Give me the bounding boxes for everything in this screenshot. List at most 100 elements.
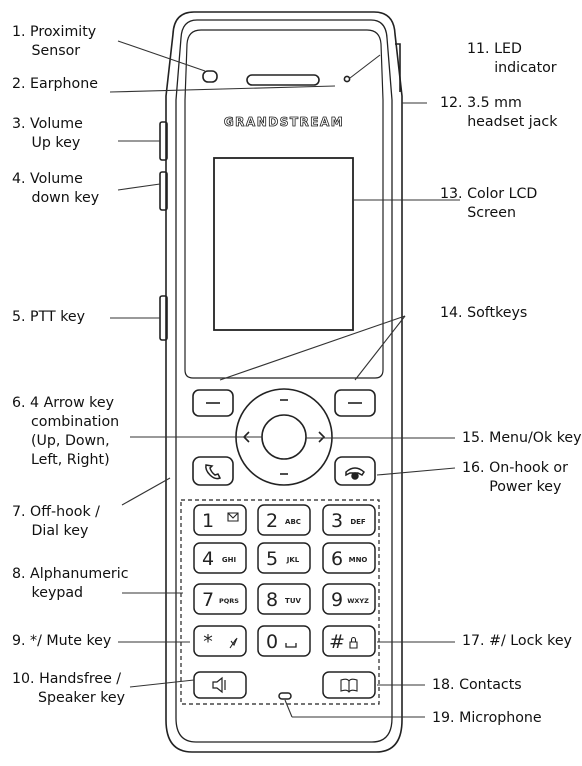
leader-line [117,40,206,72]
key-letters: MNO [349,556,368,564]
key-letters: JKL [286,556,300,564]
label-line: Dial key [31,523,89,539]
label-lcd-screen: 13. Color LCD Screen [440,185,537,223]
on-hook-key-shape [334,456,376,486]
label-line: 17. #/ Lock key [462,633,572,649]
menu-ok-button [261,414,307,460]
label-line: Up key [31,135,81,151]
label-earphone: 2. Earphone [12,75,98,94]
keypad-key-6[interactable]: 6 MNO [322,542,376,574]
volume-down-key-shape [159,171,168,211]
label-line: 11. LED [467,41,522,57]
label-line: 12. 3.5 mm [440,95,522,111]
key-digit: 2 [266,510,278,532]
label-led-indicator: 11. LED indicator [467,40,557,78]
label-mute-key: 9. */ Mute key [12,632,111,651]
leader-line [117,183,161,191]
key-letters: ABC [285,518,301,526]
lcd-screen-shape [213,157,354,331]
label-headset-jack: 12. 3.5 mm headset jack [440,94,557,132]
key-letters: GHI [222,556,236,564]
key-digit: 8 [266,589,278,611]
keypad-key-4[interactable]: 4 GHI [193,542,247,574]
keypad-key-0[interactable]: 0 [257,625,311,657]
label-line: 4. Volume [12,171,83,187]
leader-line [121,477,171,506]
label-line: indicator [494,60,557,76]
label-line: Speaker key [38,690,126,706]
speaker-key-shape[interactable] [193,671,247,699]
leader-line [354,315,406,381]
label-line: 19. Microphone [432,710,542,726]
label-line: 2. Earphone [12,76,98,92]
keypad-key-7[interactable]: 7 PQRS [193,583,247,615]
label-off-hook-key: 7. Off-hook / Dial key [12,503,100,541]
label-line: Screen [467,205,516,221]
key-letters: DEF [350,518,366,526]
label-volume-up-key: 3. Volume Up key [12,115,83,153]
contacts-key-shape[interactable] [322,671,376,699]
leader-line [129,679,195,688]
keypad-key-2[interactable]: 2 ABC [257,504,311,536]
label-line: 16. On-hook or [462,460,568,476]
keypad-key-9[interactable]: 9 WXYZ [322,583,376,615]
brand-logo: GRANDSTREAM [224,115,344,129]
label-line: (Up, Down, [31,433,110,449]
keypad-key-star[interactable]: * [193,625,247,657]
label-line: 13. Color LCD [440,186,538,202]
key-digit: 7 [202,589,214,611]
softkey-left [192,389,234,417]
headset-jack-shape [395,43,401,92]
phone-body [165,11,403,753]
mute-icon [229,637,238,649]
space-icon [285,643,297,648]
earphone-shape [246,74,320,86]
key-digit: 1 [202,510,214,532]
phone-off-hook-icon [205,464,222,480]
label-line: 18. Contacts [432,677,522,693]
label-line: Left, Right) [31,452,110,468]
led-shape [343,75,351,83]
label-line: 6. 4 Arrow key [12,395,115,411]
label-volume-down-key: 4. Volume down key [12,170,99,208]
label-line: 14. Softkeys [440,305,528,321]
key-letters: TUV [285,597,301,605]
voicemail-icon [227,512,239,522]
label-line: 1. Proximity [12,24,97,40]
label-line: 7. Off-hook / [12,504,100,520]
off-hook-key-shape [192,456,234,486]
label-menu-ok-key: 15. Menu/Ok key [462,429,582,448]
key-digit: * [203,631,213,653]
label-line: headset jack [467,114,558,130]
keypad-key-8[interactable]: 8 TUV [257,583,311,615]
label-line: down key [31,190,100,206]
key-letters: WXYZ [347,597,369,605]
key-digit: 9 [331,589,343,611]
key-letters: PQRS [219,597,239,605]
label-lock-key: 17. #/ Lock key [462,632,572,651]
keypad-key-1[interactable]: 1 [193,504,247,536]
label-ptt-key: 5. PTT key [12,308,85,327]
key-digit: # [329,631,345,653]
leader-line [284,699,293,718]
speaker-icon [212,676,226,694]
key-digit: 6 [331,548,343,570]
label-line: Power key [489,479,562,495]
key-digit: 0 [266,631,278,653]
phone-front-panel [184,29,384,379]
leader-line [349,54,381,79]
leader-line [376,467,456,476]
softkey-right [334,389,376,417]
contacts-book-icon [340,678,358,693]
lock-icon [349,636,358,649]
key-digit: 4 [202,548,214,570]
label-line: 10. Handsfree / [12,671,122,687]
label-line: 3. Volume [12,116,83,132]
keypad-key-hash[interactable]: # [322,625,376,657]
label-line: combination [31,414,120,430]
